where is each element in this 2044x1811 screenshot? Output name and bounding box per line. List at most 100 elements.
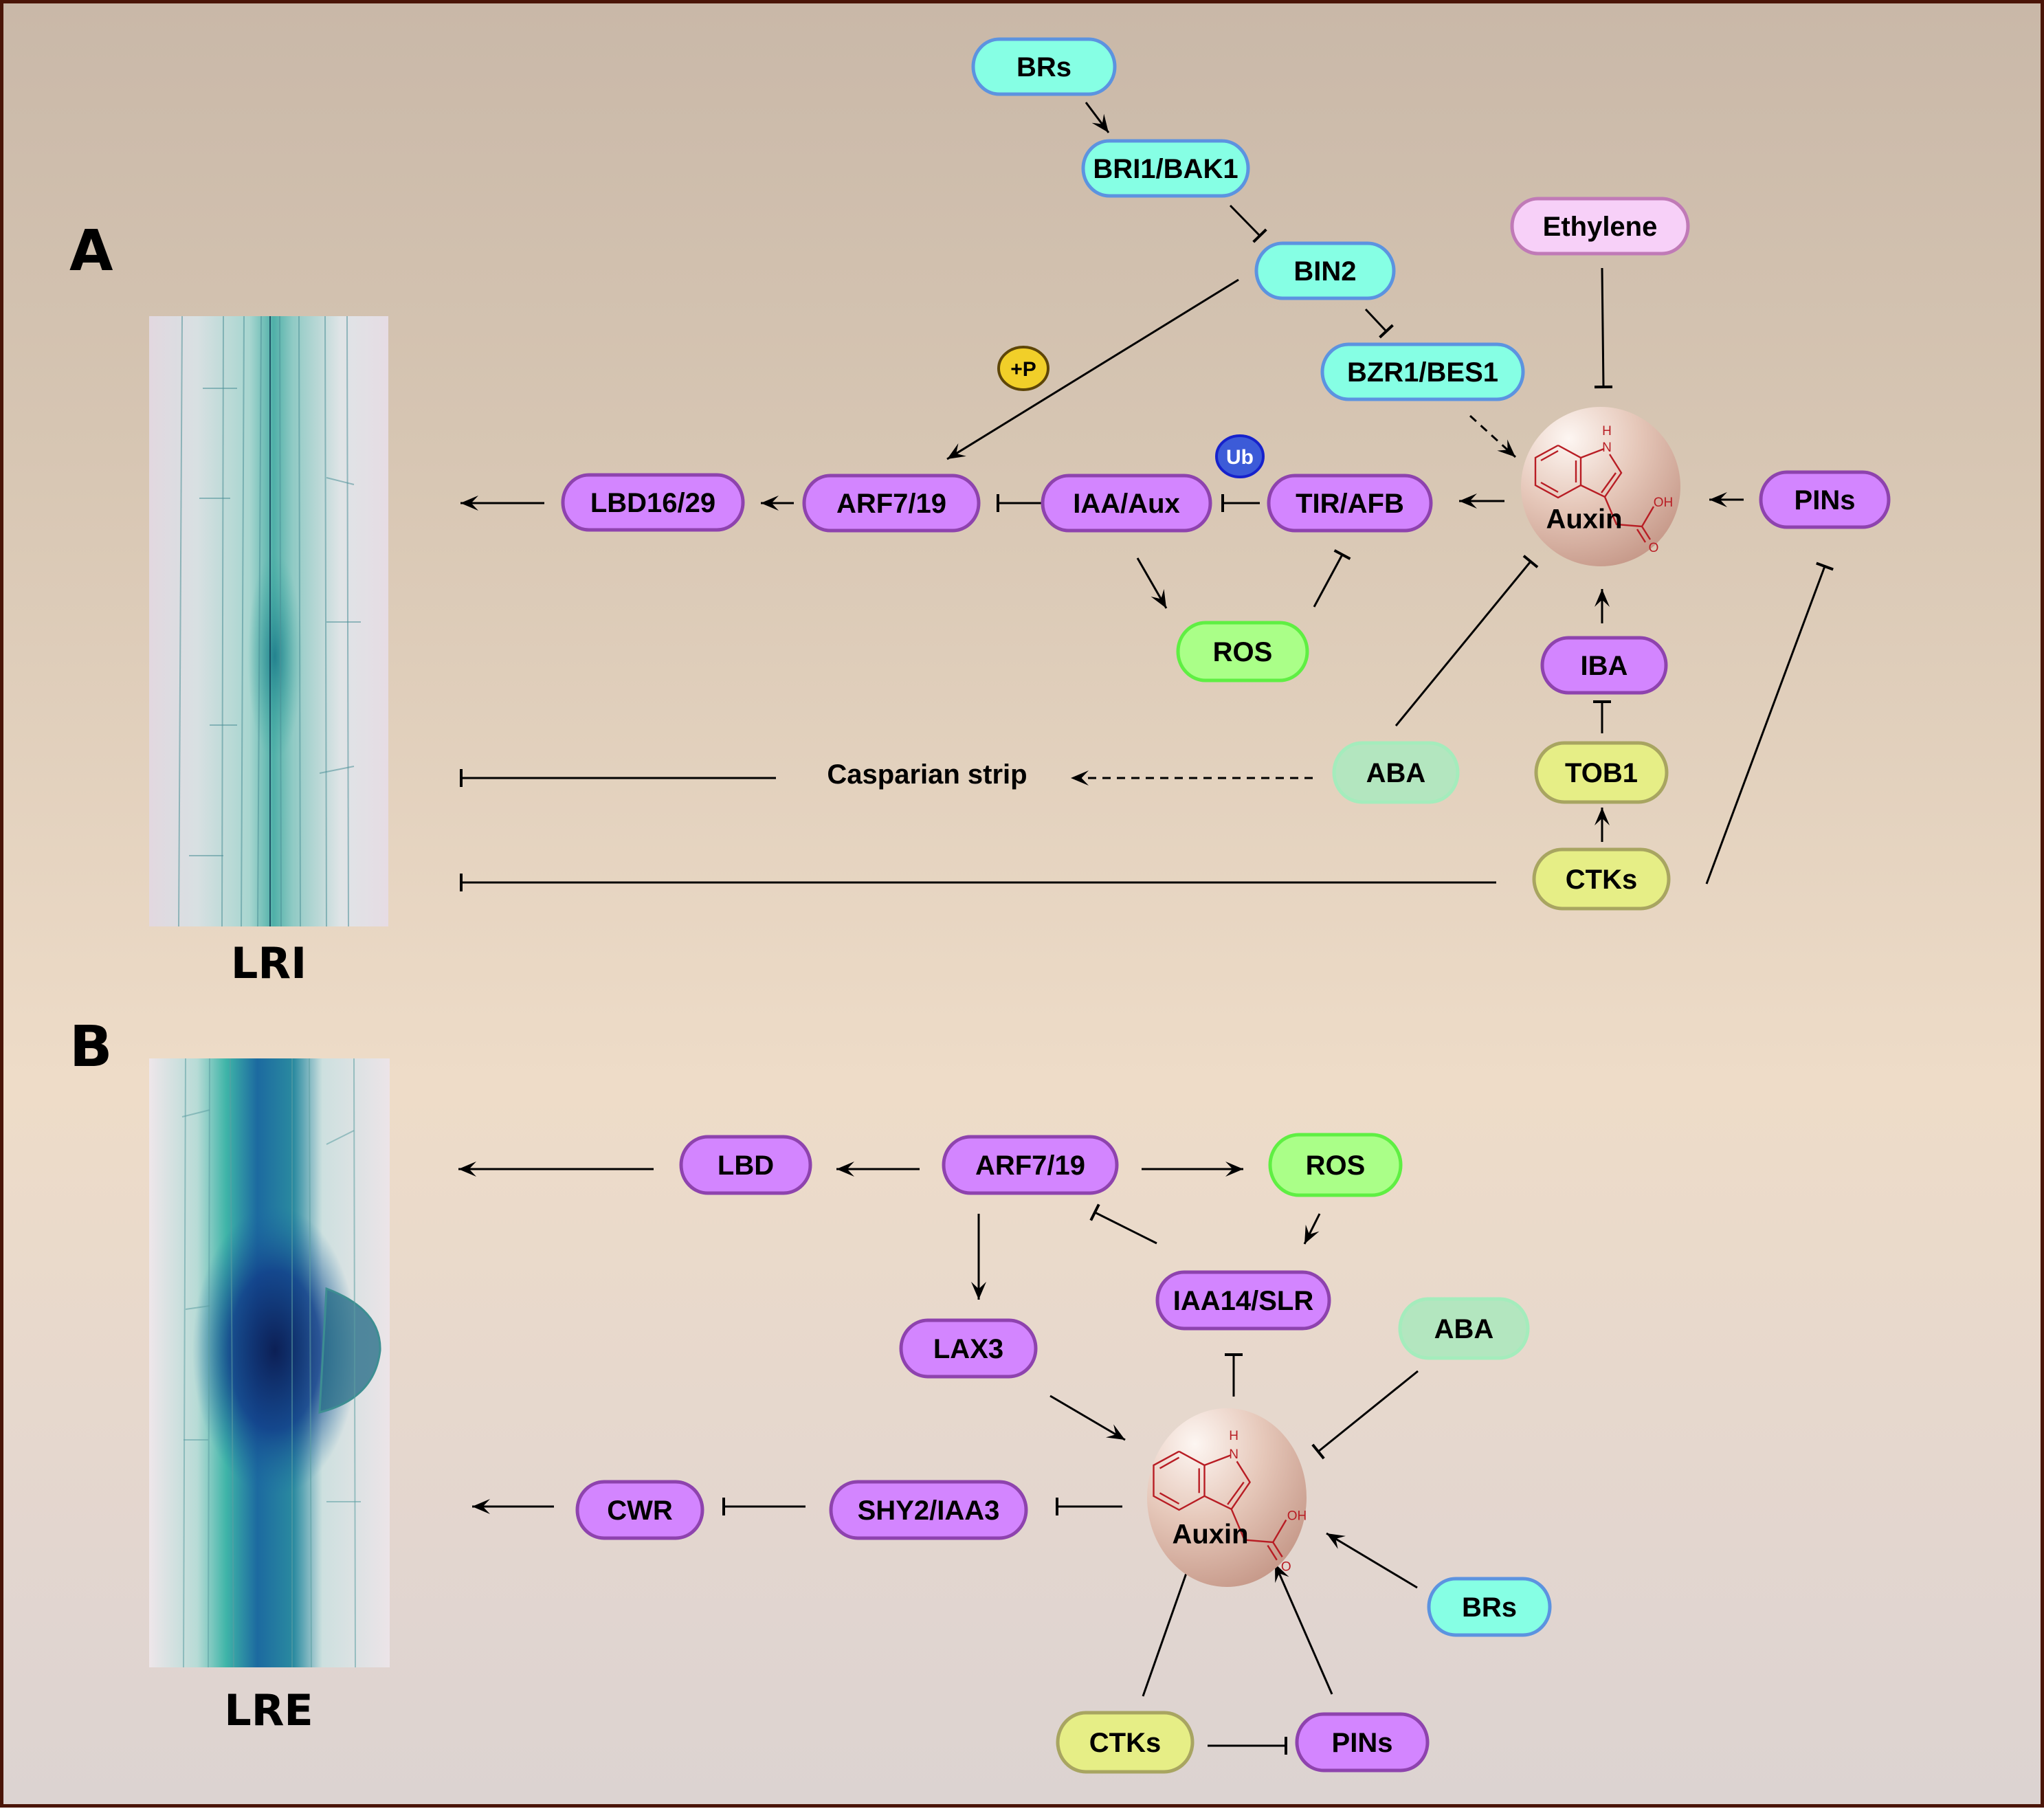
node-aba-panel-a[interactable]: ABA: [1334, 743, 1458, 802]
auxin-label: Auxin: [1172, 1520, 1248, 1550]
inhibition-bar-icon: [1091, 1204, 1099, 1220]
arrowhead-icon: [1071, 770, 1089, 786]
node-label: ARF7/19: [975, 1151, 1085, 1181]
node-pins-panel-b[interactable]: PINs: [1297, 1714, 1428, 1770]
edge-b-auxin-inhibits-b-shy2: [1057, 1498, 1122, 1515]
edge-b-cwr-activates-lre: [472, 1499, 554, 1514]
edge-a-tir-inhibits-a-iaa: [1223, 494, 1260, 512]
node-label: BRs: [1462, 1592, 1517, 1623]
node-iaa-aux-panel-a[interactable]: IAA/Aux: [1043, 476, 1210, 531]
svg-text:O: O: [1649, 541, 1659, 555]
edge-a-bzr1-activates-a-auxin: [1470, 416, 1515, 457]
svg-text:Ub: Ub: [1226, 446, 1254, 469]
node-arf7-19-panel-b[interactable]: ARF7/19: [944, 1137, 1117, 1193]
edge-a-bri1-inhibits-a-bin2: [1230, 205, 1266, 242]
node-label: LBD16/29: [590, 488, 715, 518]
panel-letter-a: A: [69, 219, 113, 284]
node-tir-afb-panel-a[interactable]: TIR/AFB: [1269, 476, 1431, 531]
edge-a-ethylene-inhibits-a-auxin: [1595, 268, 1612, 387]
node-lbd16-29-panel-a[interactable]: LBD16/29: [563, 475, 743, 530]
edge-a-tob1-inhibits-a-iba: [1593, 702, 1611, 733]
node-label: BRI1/BAK1: [1093, 154, 1238, 184]
node-label: LAX3: [933, 1334, 1003, 1364]
root-micrograph-lri: [149, 316, 388, 926]
node-label: IAA14/SLR: [1173, 1286, 1314, 1316]
node-ros-panel-b[interactable]: ROS: [1270, 1135, 1401, 1195]
svg-text:H: H: [1602, 424, 1612, 438]
node-label: Ethylene: [1543, 212, 1658, 242]
edge-a-bin2-inhibits-a-bzr1: [1366, 309, 1392, 337]
edge-a-ctks-inhibits-lri: [461, 874, 1496, 891]
node-iba-panel-a[interactable]: IBA: [1542, 638, 1666, 693]
edge-b-aba-inhibits-b-auxin: [1313, 1371, 1418, 1458]
node-label: ROS: [1213, 637, 1273, 667]
svg-text:H: H: [1229, 1429, 1238, 1443]
edge-b-arf-activates-b-ros: [1142, 1162, 1243, 1177]
node-label: CWR: [607, 1496, 673, 1526]
inhibition-bar-icon: [1335, 551, 1351, 559]
edge-b-lbd-activates-lre: [458, 1162, 654, 1177]
node-ctks-panel-a[interactable]: CTKs: [1534, 849, 1669, 909]
edge-a-arf-activates-a-lbd: [761, 496, 794, 511]
arrowhead-icon: [947, 443, 966, 459]
svg-text:OH: OH: [1287, 1509, 1307, 1524]
inhibition-bar-icon: [1313, 1445, 1324, 1458]
node-ros-panel-a[interactable]: ROS: [1178, 623, 1307, 680]
edge-b-ros-activates-b-iaa14: [1304, 1214, 1320, 1244]
node-iaa14-slr-panel-b[interactable]: IAA14/SLR: [1157, 1272, 1329, 1329]
node-tob1-panel-a[interactable]: TOB1: [1536, 743, 1667, 802]
node-lax3-panel-b[interactable]: LAX3: [901, 1320, 1036, 1377]
node-shy2-iaa3-panel-b[interactable]: SHY2/IAA3: [831, 1482, 1026, 1538]
node-brs-panel-a[interactable]: BRs: [973, 39, 1115, 94]
node-label: ABA: [1434, 1314, 1494, 1344]
edge-b-ctks-inhibits-b-pins: [1208, 1737, 1286, 1755]
photo-label-lre: LRE: [224, 1685, 313, 1735]
node-label: TIR/AFB: [1296, 489, 1404, 519]
arrowhead-icon: [1106, 1424, 1125, 1440]
edge-a-iaa-inhibits-a-arf: [998, 494, 1043, 512]
edge-a-ros-inhibits-a-tir: [1314, 551, 1350, 607]
node-label: BZR1/BES1: [1347, 357, 1498, 388]
pathway-diagram: A B LRI LR: [3, 3, 2044, 1811]
node-brs-panel-b[interactable]: BRs: [1429, 1579, 1550, 1635]
node-ethylene-panel-a[interactable]: Ethylene: [1512, 199, 1688, 254]
node-arf7-19-panel-a[interactable]: ARF7/19: [804, 476, 979, 531]
edge-b-pins-activates-b-auxin: [1275, 1564, 1332, 1694]
node-label: IBA: [1581, 651, 1628, 681]
node-label: IAA/Aux: [1073, 489, 1180, 519]
node-label: PINs: [1332, 1728, 1393, 1758]
node-label: CTKs: [1089, 1728, 1161, 1758]
casparian-strip-label: Casparian strip: [827, 759, 1027, 790]
node-cwr-panel-b[interactable]: CWR: [577, 1482, 702, 1538]
svg-text:O: O: [1281, 1560, 1291, 1575]
node-aba-panel-b[interactable]: ABA: [1400, 1299, 1528, 1358]
node-label: ROS: [1306, 1151, 1366, 1181]
edge-a-pins-activates-a-auxin: [1709, 492, 1744, 507]
edge-a-iaa-activates-a-ros: [1137, 558, 1166, 608]
node-layer: BRsBRI1/BAK1BIN2BZR1/BES1EthyleneLBD16/2…: [563, 39, 1889, 1772]
node-label: BIN2: [1293, 256, 1356, 287]
node-lbd-panel-b[interactable]: LBD: [681, 1137, 810, 1193]
inhibition-bar-icon: [1524, 556, 1537, 567]
arrowhead-icon: [1151, 589, 1166, 608]
node-bin2-panel-a[interactable]: BIN2: [1256, 243, 1394, 298]
edge-b-lax3-activates-b-auxin: [1050, 1396, 1125, 1440]
edge-a-lbd-activates-lri: [460, 496, 544, 511]
edge-b-ctks-inhibits-b-auxin: [1143, 1561, 1198, 1696]
node-bzr1-bes1-panel-a[interactable]: BZR1/BES1: [1322, 344, 1523, 399]
node-pins-panel-a[interactable]: PINs: [1761, 472, 1889, 527]
node-bri1-bak1-panel-a[interactable]: BRI1/BAK1: [1083, 141, 1248, 196]
node-ctks-panel-b[interactable]: CTKs: [1058, 1713, 1192, 1772]
node-label: PINs: [1795, 485, 1856, 515]
edge-a-auxin-activates-a-tir: [1459, 493, 1504, 509]
node-label: LBD: [718, 1151, 774, 1181]
root-micrograph-lre: [149, 1058, 390, 1667]
edge-b-auxin-inhibits-b-iaa14: [1225, 1355, 1243, 1397]
edge-a-iba-activates-a-auxin: [1595, 589, 1610, 623]
edge-a-bin2-activates-a-arf: [947, 280, 1238, 459]
edge-a-ctks-inhibits-a-pins: [1707, 563, 1833, 884]
edge-b-iaa14-inhibits-b-arf: [1091, 1204, 1157, 1243]
